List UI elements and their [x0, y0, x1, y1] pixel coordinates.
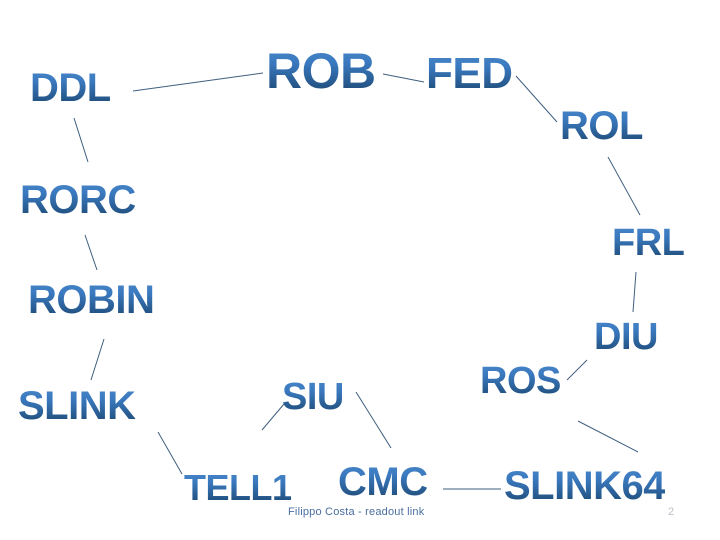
connector-rol-to-frl	[607, 156, 641, 216]
node-ros[interactable]: ROS	[480, 360, 561, 402]
connector-ddl-to-rob	[132, 72, 264, 92]
connector-robin-to-slink	[90, 338, 105, 381]
connector-ddl-to-rorc	[73, 117, 89, 163]
node-diu[interactable]: DIU	[594, 316, 658, 358]
node-robin[interactable]: ROBIN	[28, 278, 155, 322]
connector-slink-to-tell1	[157, 431, 183, 475]
connector-tell1-to-siu	[261, 403, 285, 431]
node-siu[interactable]: SIU	[282, 376, 344, 418]
footer-caption: Filippo Costa - readout link	[288, 506, 425, 518]
node-tell1[interactable]: TELL1	[184, 467, 292, 508]
connector-ros-to-slink64	[577, 420, 639, 453]
node-slink64[interactable]: SLINK64	[504, 464, 666, 508]
connector-rob-to-fed	[382, 73, 425, 83]
node-rob[interactable]: ROB	[266, 43, 376, 99]
node-ddl[interactable]: DDL	[30, 66, 111, 110]
node-fed[interactable]: FED	[426, 49, 513, 98]
connector-frl-to-diu	[632, 271, 637, 313]
node-rorc[interactable]: RORC	[20, 178, 136, 222]
node-slink[interactable]: SLINK	[18, 384, 136, 428]
page-number: 2	[668, 506, 675, 518]
node-cmc[interactable]: CMC	[338, 460, 428, 504]
connector-diu-to-ros	[566, 359, 588, 381]
connector-fed-to-rol	[515, 75, 558, 123]
connector-siu-to-cmc	[355, 391, 392, 449]
node-rol[interactable]: ROL	[560, 104, 643, 148]
connector-rorc-to-robin	[84, 234, 98, 271]
node-frl[interactable]: FRL	[612, 222, 685, 264]
